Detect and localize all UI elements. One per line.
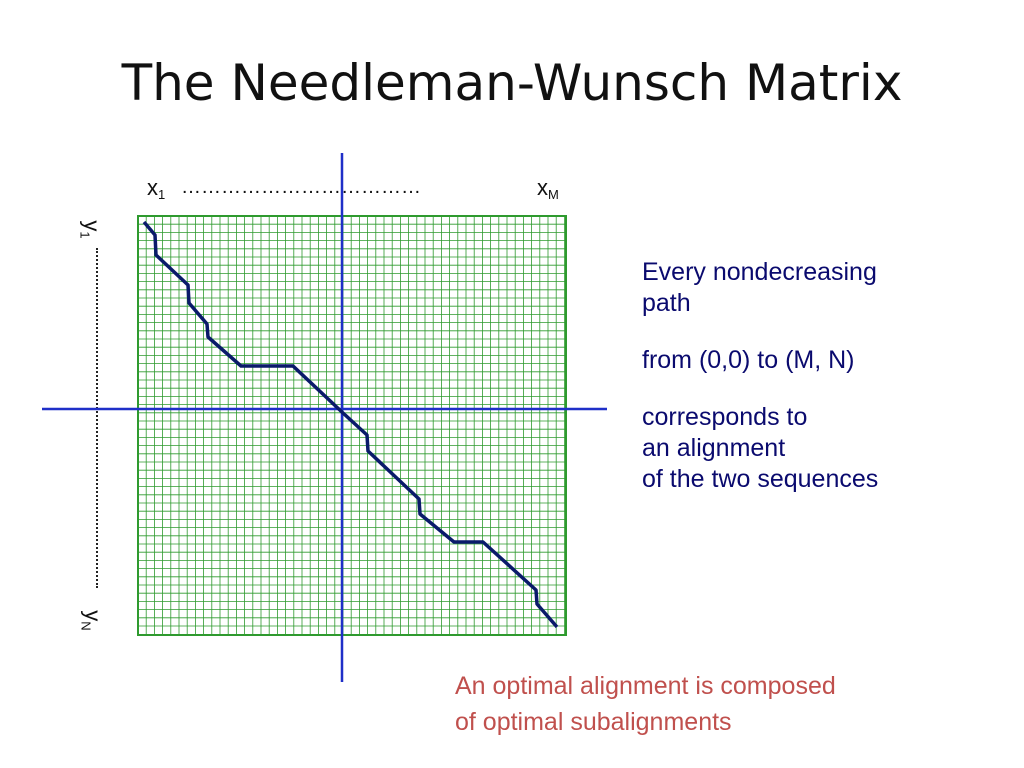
explanation-line: path [642,289,691,317]
x-axis-dots: ……………………………… [181,176,421,198]
matrix-grid [138,216,566,635]
x-start-label: x1 [147,175,166,202]
x-end-label: xM [537,175,559,202]
explanation-line: from (0,0) to (M, N) [642,346,855,374]
explanation-line: an alignment [642,434,786,462]
highlight-line: of optimal subalignments [455,708,732,736]
matrix-border [137,215,567,636]
highlight-line: An optimal alignment is composed [455,672,836,700]
explanation-text: Every nondecreasing path from (0,0) to (… [642,257,982,495]
highlight-text: An optimal alignment is composed of opti… [455,668,1015,740]
slide-title: The Needleman-Wunsch Matrix [121,54,903,112]
explanation-line: of the two sequences [642,465,879,493]
explanation-line: Every nondecreasing [642,258,877,286]
alignment-path [142,220,559,629]
y-axis-dots [96,248,102,588]
explanation-line: corresponds to [642,403,808,431]
